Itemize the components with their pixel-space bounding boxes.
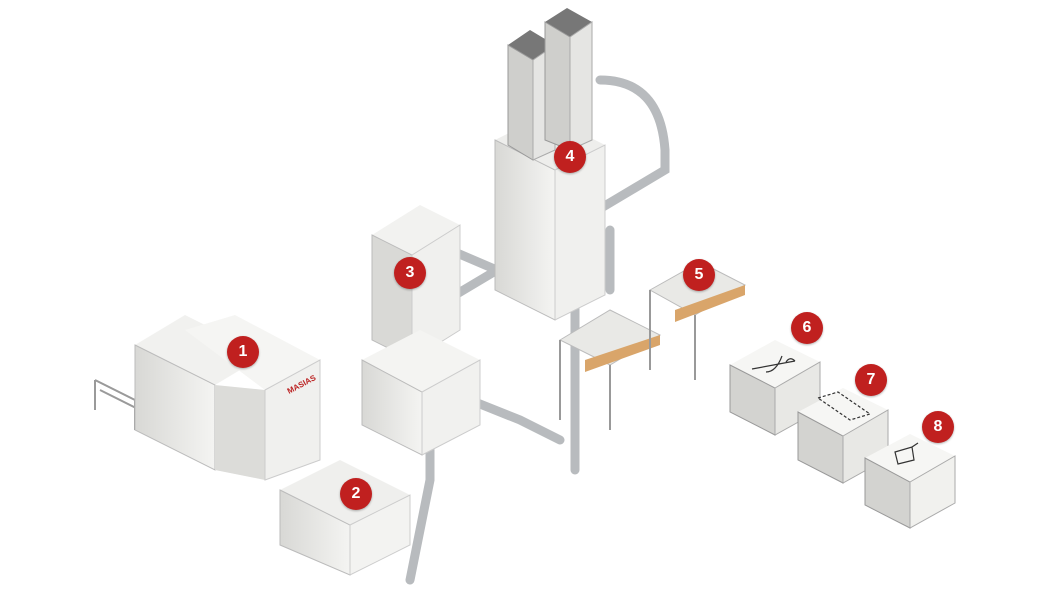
machine-2 [279, 460, 411, 576]
machine-4 [494, 8, 606, 321]
machine-3 [361, 205, 481, 456]
marker-7[interactable]: 7 [855, 364, 887, 396]
conveyor [94, 379, 141, 430]
marker-8[interactable]: 8 [922, 411, 954, 443]
marker-2[interactable]: 2 [340, 478, 372, 510]
marker-4[interactable]: 4 [554, 141, 586, 173]
marker-5[interactable]: 5 [683, 259, 715, 291]
box-8 [864, 434, 956, 529]
marker-1[interactable]: 1 [227, 336, 259, 368]
machine-1 [134, 315, 321, 481]
box-6 [729, 340, 821, 436]
spray-bottle-icon [894, 442, 919, 465]
marker-6[interactable]: 6 [791, 312, 823, 344]
marker-3[interactable]: 3 [394, 257, 426, 289]
box-7 [797, 388, 889, 484]
needle-thread-icon [751, 355, 796, 373]
